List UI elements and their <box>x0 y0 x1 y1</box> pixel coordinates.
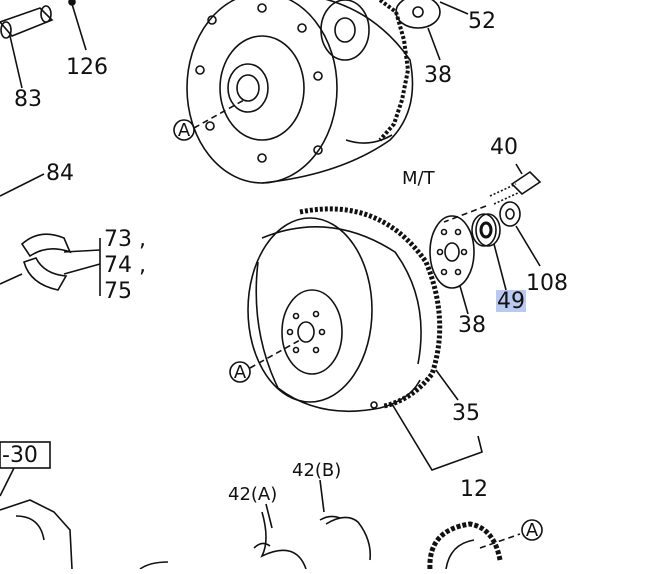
mt-bolt-40 <box>443 163 542 223</box>
callout-126: 126 <box>66 55 108 80</box>
callout-49: 49 <box>497 289 525 314</box>
callout-73: 73 , <box>104 227 146 252</box>
callout-38-mid: 38 <box>458 313 486 338</box>
svg-text:A: A <box>178 120 191 141</box>
main-flywheel <box>247 206 483 471</box>
svg-text:A: A <box>526 520 539 541</box>
mt-label: M/T <box>402 168 436 189</box>
callout-75: 75 <box>104 279 132 304</box>
housing-fragment <box>0 467 169 570</box>
mt-washer-108 <box>499 201 541 267</box>
circle-a-marker-bottom: A <box>521 519 543 541</box>
top-flywheel <box>186 0 414 184</box>
highlight-49 <box>496 290 526 312</box>
svg-text:A: A <box>234 362 247 383</box>
leader-a-bottom <box>479 533 521 549</box>
thrust-washer-42a <box>253 503 307 570</box>
callout-42b: 42(B) <box>292 460 341 481</box>
ref-box-30 <box>0 441 51 469</box>
mt-bearing-49 <box>471 213 507 291</box>
callout-40: 40 <box>490 135 518 160</box>
callout-84: 84 <box>46 161 74 186</box>
callout-108: 108 <box>526 271 568 296</box>
callout-38-top: 38 <box>424 63 452 88</box>
part-83-shaft <box>0 5 54 89</box>
part-126-pin <box>68 0 87 51</box>
circle-a-marker-top: A <box>173 119 195 141</box>
callout-35: 35 <box>452 401 480 426</box>
callout-83: 83 <box>14 87 42 112</box>
callout-74: 74 , <box>104 253 146 278</box>
callout-12: 12 <box>460 477 488 502</box>
top-washer-38 <box>395 0 469 61</box>
bottom-gear <box>427 521 503 570</box>
callout-30: -30 <box>2 443 38 468</box>
mt-plate-38 <box>429 215 475 315</box>
thrust-washer-42b <box>319 479 372 561</box>
leader-84 <box>0 173 45 197</box>
circle-a-marker-mid: A <box>229 361 251 383</box>
callout-52: 52 <box>468 9 496 34</box>
bearing-shells-73-75 <box>0 233 101 296</box>
callout-42a: 42(A) <box>228 484 277 505</box>
leader-a-top <box>193 99 245 129</box>
